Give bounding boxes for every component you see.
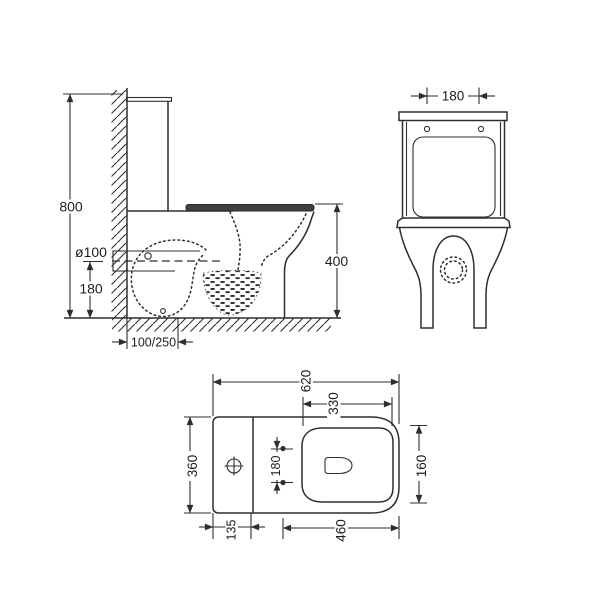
dim-460-label: 460	[334, 519, 349, 542]
bowl-opening-plan	[324, 456, 353, 475]
pedestal-outline	[398, 227, 509, 329]
bowl-profile	[283, 211, 315, 318]
plan-view: 620 330 360	[184, 366, 429, 546]
dim-620-label: 620	[299, 370, 314, 393]
dim-400-label: 400	[325, 253, 349, 269]
tank-face-panel	[412, 136, 496, 218]
dim-seat-opening-width: 160	[410, 424, 429, 504]
front-view: 180	[396, 87, 511, 329]
dim-drain-diameter: ø100	[71, 244, 111, 260]
outlet-circle-outer	[439, 256, 468, 284]
dim-360-label: 360	[185, 455, 200, 478]
dim-overall-length: 620	[212, 366, 400, 424]
dim-hole-spacing: 180	[411, 87, 495, 104]
dim-drain-height: 180	[77, 260, 105, 319]
wall-hatch	[111, 90, 127, 318]
dim-160-label: 160	[414, 455, 429, 478]
dim-hinge-spacing: 180	[269, 437, 293, 494]
inlet-crosshair	[224, 456, 244, 476]
bowl-inner-front-dotted	[260, 213, 307, 269]
dim-330-label: 330	[326, 392, 341, 415]
seat-outline-plan	[301, 427, 394, 503]
fixing-hole-circle	[144, 252, 152, 260]
side-view: 800 ø100 180 100/250 400	[55, 88, 352, 350]
dim-overall-height: 800	[55, 93, 123, 319]
dim-135-label: 135	[225, 520, 239, 541]
outlet-circle-inner	[443, 260, 464, 280]
bowl-inner-back-dotted	[229, 211, 241, 273]
toilet-seat-side	[185, 204, 315, 212]
dim-seat-length: 330	[302, 388, 393, 426]
plan-outline	[212, 416, 400, 514]
right-hole	[477, 125, 485, 133]
dim-180-plan-label: 180	[269, 456, 283, 477]
dim-dia100-label: ø100	[75, 244, 107, 260]
water-area-stipple	[202, 269, 262, 316]
cistern-lid-side	[125, 96, 173, 102]
dim-180-side-label: 180	[79, 281, 103, 297]
trap-outline-dotted	[130, 239, 207, 318]
dim-overall-width: 360	[184, 416, 211, 514]
base-flare	[396, 217, 511, 229]
small-hole-circle	[160, 308, 166, 314]
dim-180-front-label: 180	[442, 89, 465, 104]
floor-hatch	[112, 318, 331, 332]
dim-seat-height: 400	[315, 203, 352, 319]
dim-rough-in: 100/250	[112, 318, 193, 350]
left-hole	[423, 125, 431, 133]
dim-bowl-length: 460	[282, 515, 400, 546]
dim-tank-depth: 135	[199, 513, 265, 544]
cistern-lid-front	[398, 111, 508, 122]
dim-800-label: 800	[59, 199, 83, 215]
dim-100-250-label: 100/250	[131, 336, 176, 350]
